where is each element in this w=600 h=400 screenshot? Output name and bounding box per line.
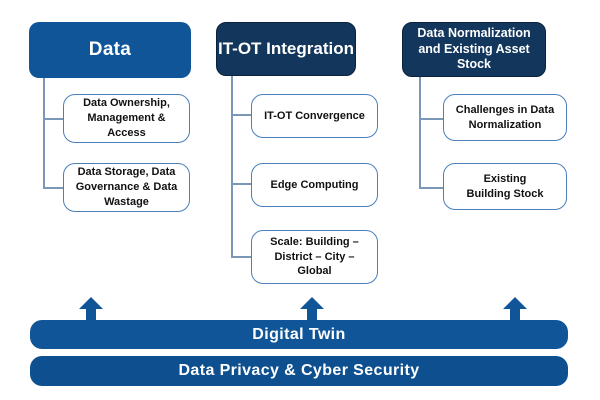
column-header-normalization: Data Normalization and Existing Asset St… <box>402 22 546 77</box>
connector-line <box>43 118 63 120</box>
item-existing-building-stock: Existing Building Stock <box>443 163 567 210</box>
privacy-security-bar: Data Privacy & Cyber Security <box>30 356 568 386</box>
item-scale: Scale: Building – District – City – Glob… <box>251 230 378 284</box>
up-arrow-icon <box>300 297 324 321</box>
connector-line <box>43 187 63 189</box>
connector-line <box>419 187 443 189</box>
digital-twin-bar: Digital Twin <box>30 320 568 349</box>
connector-line <box>419 77 421 189</box>
column-header-data: Data <box>29 22 191 78</box>
item-data-normalization: Challenges in Data Normalization <box>443 94 567 141</box>
connector-line <box>231 183 251 185</box>
connector-line <box>43 78 45 188</box>
item-edge-computing: Edge Computing <box>251 163 378 207</box>
connector-line <box>231 76 233 258</box>
connector-line <box>231 114 251 116</box>
item-data-storage: Data Storage, Data Governance & Data Was… <box>63 163 190 212</box>
column-header-it-ot: IT-OT Integration <box>216 22 356 76</box>
item-it-ot-convergence: IT-OT Convergence <box>251 94 378 138</box>
up-arrow-icon <box>79 297 103 321</box>
up-arrow-icon <box>503 297 527 321</box>
connector-line <box>419 118 443 120</box>
item-data-ownership: Data Ownership, Management & Access <box>63 94 190 143</box>
connector-line <box>231 256 251 258</box>
